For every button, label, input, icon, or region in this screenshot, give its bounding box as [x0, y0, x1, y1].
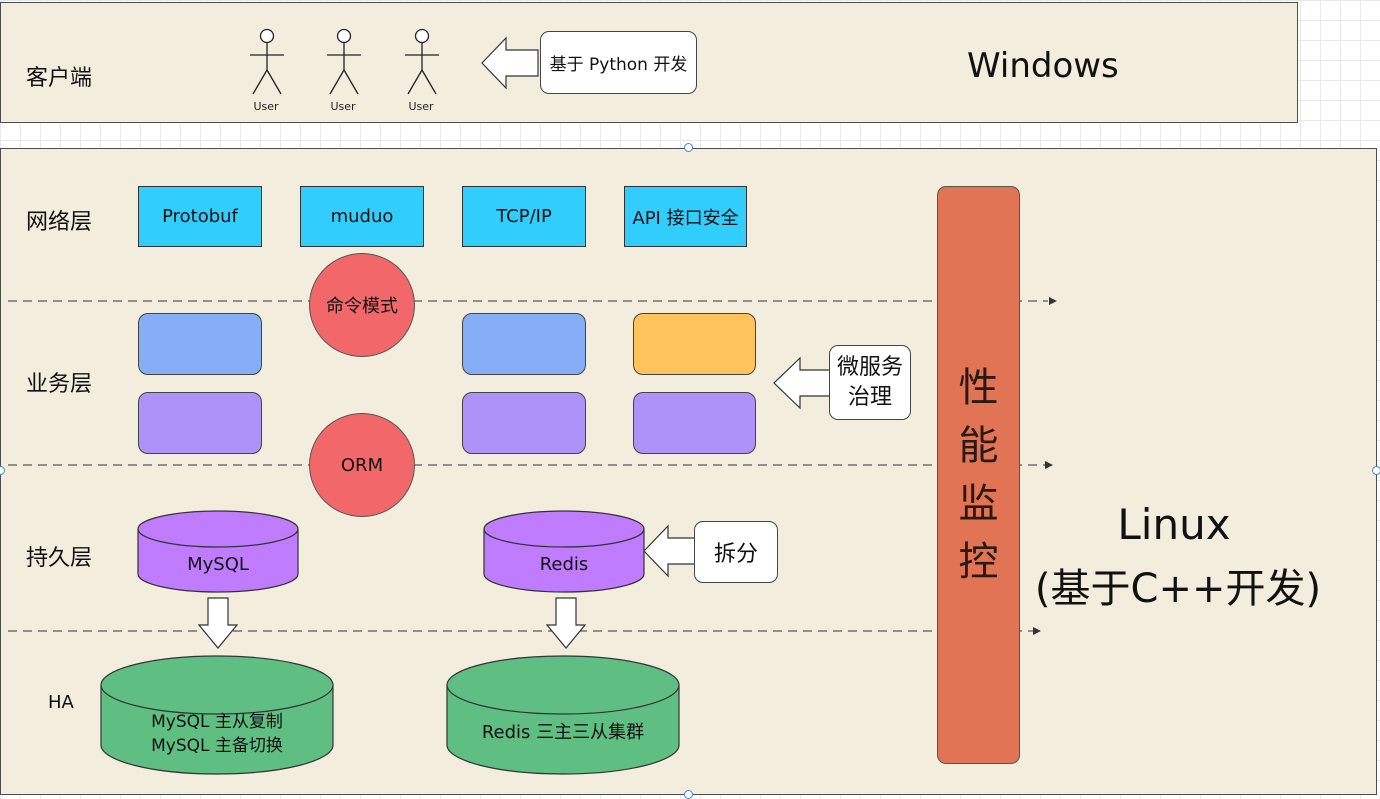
mysql-ha-label-1: MySQL 主从复制 — [151, 711, 283, 732]
monitor-char: 能 — [958, 423, 999, 469]
monitor-char: 控 — [958, 539, 999, 585]
monitor-char: 性 — [958, 365, 999, 411]
python-dev-callout: 基于 Python 开发 — [540, 31, 697, 94]
performance-monitor-label: 性 能 监 控 — [959, 359, 999, 591]
redis-ha-cylinder — [446, 655, 680, 775]
redis-label: Redis — [539, 553, 589, 575]
down-arrow-icon — [198, 597, 238, 649]
user-label-1: User — [253, 100, 279, 113]
user-figure-2 — [327, 28, 361, 95]
windows-label: Windows — [967, 46, 1119, 86]
command-pattern-circle: 命令模式 — [309, 253, 415, 357]
user-figure-3 — [405, 28, 439, 95]
network-layer-label: 网络层 — [26, 210, 93, 235]
service-block — [633, 392, 756, 454]
microservice-governance-callout: 微服务 治理 — [829, 345, 911, 420]
mysql-ha-cylinder — [100, 655, 334, 775]
network-item-tcpip: TCP/IP — [462, 186, 586, 247]
mysql-label: MySQL — [187, 553, 249, 575]
selection-handle-right[interactable] — [1372, 466, 1380, 475]
orm-circle: ORM — [309, 413, 415, 517]
client-layer-label: 客户端 — [26, 66, 93, 91]
monitor-char: 监 — [958, 481, 999, 527]
service-block — [462, 392, 586, 454]
persistence-layer-label: 持久层 — [26, 546, 93, 571]
redis-ha-label: Redis 三主三从集群 — [481, 722, 645, 743]
service-block — [633, 313, 756, 375]
redis-cylinder — [483, 510, 645, 593]
user-label-2: User — [330, 100, 356, 113]
ha-layer-label: HA — [48, 692, 74, 713]
service-block — [462, 313, 586, 375]
business-layer-label: 业务层 — [26, 372, 93, 397]
service-block — [138, 392, 262, 454]
left-arrow-icon — [773, 356, 831, 410]
mysql-cylinder — [137, 510, 299, 593]
selection-handle-left[interactable] — [0, 466, 5, 475]
user-figure-1 — [250, 28, 284, 95]
performance-monitor-bar: 性 能 监 控 — [937, 186, 1020, 764]
left-arrow-icon — [643, 524, 697, 578]
linux-label: Linux — [1117, 500, 1231, 549]
network-item-protobuf: Protobuf — [138, 186, 262, 247]
user-label-3: User — [408, 100, 434, 113]
mysql-ha-label-2: MySQL 主备切换 — [151, 735, 283, 756]
left-arrow-icon — [481, 36, 539, 90]
service-block — [138, 313, 262, 375]
split-callout: 拆分 — [694, 521, 778, 583]
network-item-api-security: API 接口安全 — [624, 186, 747, 247]
down-arrow-icon — [546, 597, 586, 649]
linux-dev-label: (基于C++开发) — [1034, 566, 1322, 612]
network-item-muduo: muduo — [300, 186, 424, 247]
selection-handle-top[interactable] — [684, 143, 693, 152]
